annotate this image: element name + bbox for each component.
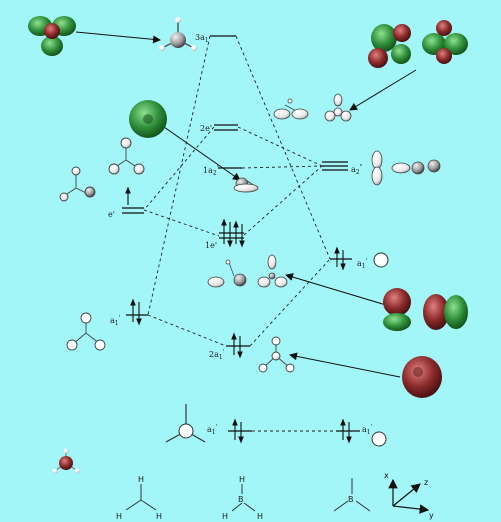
h3-fragment-formula: H H H bbox=[116, 475, 162, 521]
bh3-small-model bbox=[52, 448, 80, 474]
label-3a1: 3a1 bbox=[195, 33, 209, 44]
correlation-lines bbox=[143, 35, 336, 432]
level-labels: 3a1 2e' 1a2" 1e' 2a1' e' a1' a2" a1' a1'… bbox=[108, 33, 373, 436]
label-right-a2: a2" bbox=[351, 164, 363, 176]
label-left-e: e' bbox=[108, 210, 115, 219]
svg-text:B: B bbox=[238, 495, 244, 504]
label-left-a1: a1' bbox=[110, 315, 121, 327]
left-a1-h3-model bbox=[66, 312, 106, 351]
p-orbital-pair-upper bbox=[273, 93, 352, 122]
label-1e: 1e' bbox=[205, 241, 217, 250]
electrons bbox=[125, 186, 352, 444]
svg-text:H: H bbox=[257, 512, 263, 521]
orbital-sphere-red bbox=[402, 356, 442, 398]
2a1-model bbox=[258, 336, 295, 373]
pointer-arrows bbox=[75, 31, 417, 378]
bh3-formula: H B H H bbox=[222, 475, 263, 521]
left-h3-model bbox=[59, 137, 145, 202]
core-left-model bbox=[165, 404, 206, 443]
label-core-right: a1' bbox=[362, 424, 373, 436]
svg-text:y: y bbox=[429, 511, 434, 520]
svg-text:H: H bbox=[156, 512, 162, 521]
svg-text:B: B bbox=[348, 495, 354, 504]
svg-text:H: H bbox=[138, 475, 144, 484]
orbital-sphere-green bbox=[129, 100, 167, 138]
orbital-top-left bbox=[28, 16, 76, 56]
a1-right-sphere bbox=[373, 252, 389, 268]
label-1a2: 1a2" bbox=[203, 165, 220, 177]
1a2-orbital-model bbox=[233, 177, 259, 193]
label-core-left: a1' bbox=[207, 424, 218, 436]
b-fragment-formula: B bbox=[333, 478, 371, 512]
svg-text:H: H bbox=[239, 475, 245, 484]
orbital-top-right bbox=[368, 20, 468, 68]
energy-levels bbox=[122, 35, 360, 432]
label-right-a1: a1' bbox=[357, 258, 368, 270]
svg-text:H: H bbox=[222, 512, 228, 521]
core-right-sphere bbox=[371, 431, 387, 447]
bh3-top-model bbox=[159, 17, 197, 51]
axis-triad: x y z bbox=[384, 471, 434, 520]
svg-text:H: H bbox=[116, 512, 122, 521]
1e-orbital-models bbox=[207, 254, 288, 288]
svg-text:z: z bbox=[424, 478, 428, 487]
a2-p-orbital bbox=[371, 150, 441, 186]
label-2a1: 2a1' bbox=[209, 349, 225, 361]
orbital-right-middle bbox=[383, 288, 468, 331]
svg-text:x: x bbox=[384, 471, 389, 480]
label-2e: 2e' bbox=[200, 124, 212, 133]
